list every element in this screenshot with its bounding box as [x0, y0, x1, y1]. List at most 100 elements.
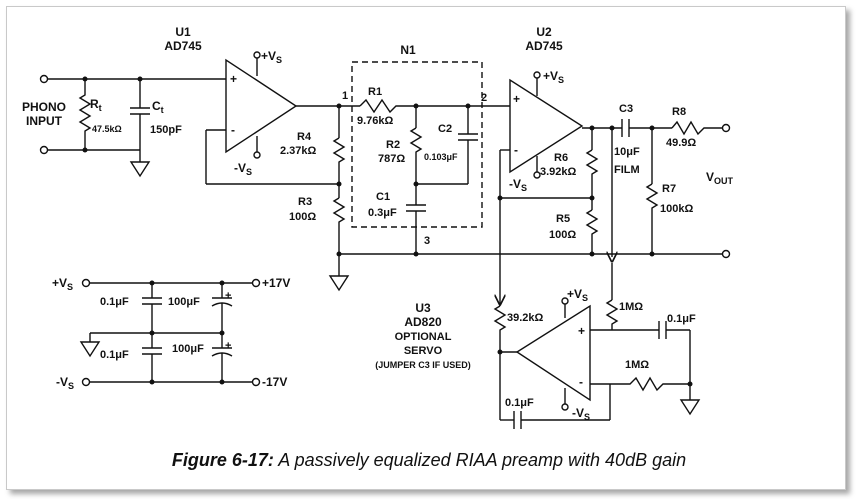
u2-minus-pin: -	[514, 143, 518, 157]
r7-ref: R7	[662, 183, 676, 195]
caption-text: A passively equalized RIAA preamp with 4…	[273, 450, 687, 470]
r3-value: 100Ω	[289, 211, 316, 223]
r1-value: 9.76kΩ	[357, 115, 394, 127]
input-terminal-hot	[39, 74, 49, 84]
u3-opamp	[515, 304, 591, 402]
c3-value: 10μF	[614, 146, 640, 158]
neg-rail-label: -17V	[262, 375, 287, 389]
r4-ref: R4	[297, 131, 312, 143]
u1-opamp	[225, 58, 298, 154]
rt-value: 47.5kΩ	[92, 124, 122, 134]
r8-resistor	[671, 120, 722, 136]
input-label-line2: INPUT	[26, 114, 63, 128]
r6-ref: R6	[554, 152, 568, 164]
input-label-line1: PHONO	[22, 100, 66, 114]
u3-note-servo: SERVO	[404, 345, 443, 357]
u2-ref: U2	[536, 25, 552, 39]
rt-resistor	[78, 79, 92, 150]
node-2-label: 2	[481, 92, 487, 104]
decoupling-neg-supply: -VS	[56, 375, 74, 391]
u1-neg-supply: -VS	[234, 161, 252, 177]
n1-label: N1	[400, 43, 416, 57]
r1-ref: R1	[368, 86, 382, 98]
u1-part: AD745	[164, 39, 202, 53]
figure-caption: Figure 6-17: A passively equalized RIAA …	[0, 450, 858, 471]
u3-part: AD820	[404, 315, 442, 329]
r3-resistor	[332, 197, 346, 254]
c3-ref: C3	[619, 103, 633, 115]
servo-39k-resistor	[493, 305, 507, 352]
u3-note-jumper: (JUMPER C3 IF USED)	[375, 360, 471, 370]
rt-ref: Rt	[90, 97, 102, 113]
r5-ref: R5	[556, 213, 570, 225]
node-3-label: 3	[424, 235, 430, 247]
ground-symbol	[79, 341, 101, 358]
servo-1m-value-a: 1MΩ	[619, 301, 643, 313]
r6-value: 3.92kΩ	[540, 166, 577, 178]
decoupling-pos-supply: +VS	[52, 276, 73, 292]
r8-value: 49.9Ω	[666, 137, 696, 149]
u1-pos-supply: +VS	[261, 49, 282, 65]
r2-ref: R2	[386, 139, 400, 151]
decoupling-c-top-small-value: 0.1μF	[100, 296, 129, 308]
junction-dots	[82, 76, 693, 387]
u2-part: AD745	[525, 39, 563, 53]
c2-ref: C2	[438, 123, 452, 135]
ground-symbol	[129, 161, 151, 178]
decoupling-c-bot-big-value: 100μF	[172, 343, 204, 355]
n1-network-box	[351, 61, 483, 228]
pos-rail-label: +17V	[262, 276, 290, 290]
decoupling-c-bot-small-value: 0.1μF	[100, 349, 129, 361]
c1-value: 0.3μF	[368, 207, 397, 219]
c3-note: FILM	[614, 164, 640, 176]
output-terminal-gnd	[721, 249, 731, 259]
servo-39k-value: 39.2kΩ	[507, 312, 544, 324]
r6-resistor	[585, 149, 599, 198]
r2-resistor	[409, 127, 423, 184]
r1-resistor	[359, 98, 416, 114]
u2-pos-supply: +VS	[543, 69, 564, 85]
output-label: VOUT	[706, 170, 734, 186]
neg-rail-terminal	[251, 377, 261, 387]
u3-minus-pin: -	[579, 375, 583, 389]
u1-minus-pin: -	[231, 123, 235, 137]
r4-value: 2.37kΩ	[280, 145, 317, 157]
u3-note-optional: OPTIONAL	[395, 331, 452, 343]
c2-value: 0.103μF	[424, 152, 458, 162]
servo-1m-resistor-b	[610, 376, 690, 392]
ground-symbol	[328, 275, 350, 292]
pos-rail-terminal	[251, 278, 261, 288]
r3-ref: R3	[298, 196, 312, 208]
u3-neg-supply: -VS	[572, 406, 590, 422]
r5-value: 100Ω	[549, 229, 576, 241]
r7-resistor	[645, 183, 659, 254]
decoupling-cap-top-polarity: +	[225, 290, 231, 302]
r2-value: 787Ω	[378, 153, 405, 165]
r4-resistor	[332, 137, 346, 184]
decoupling-cap-bot-polarity: +	[225, 340, 231, 352]
servo-1m-resistor-a	[605, 299, 619, 330]
u3-plus-pin: +	[578, 324, 585, 338]
u2-plus-pin: +	[513, 92, 520, 106]
pos-supply-terminal	[81, 278, 91, 288]
ground-symbol	[679, 399, 701, 416]
u3-ref: U3	[415, 301, 431, 315]
servo-cap-value-a: 0.1μF	[667, 313, 696, 325]
servo-1m-value-b: 1MΩ	[625, 359, 649, 371]
r7-value: 100kΩ	[660, 203, 693, 215]
node-1-label: 1	[342, 90, 348, 102]
u3-pos-supply: +VS	[567, 287, 588, 303]
neg-supply-terminal	[81, 377, 91, 387]
u2-neg-supply: -VS	[509, 177, 527, 193]
ct-ref: Ct	[152, 99, 164, 115]
r8-ref: R8	[672, 106, 686, 118]
ct-value: 150pF	[150, 124, 182, 136]
decoupling-c-top-big-value: 100μF	[168, 296, 200, 308]
c1-ref: C1	[376, 191, 390, 203]
r5-resistor	[585, 209, 599, 254]
output-terminal-hot	[721, 123, 731, 133]
figure-frame	[6, 6, 846, 490]
u1-plus-pin: +	[230, 72, 237, 86]
u2-opamp	[509, 78, 584, 174]
